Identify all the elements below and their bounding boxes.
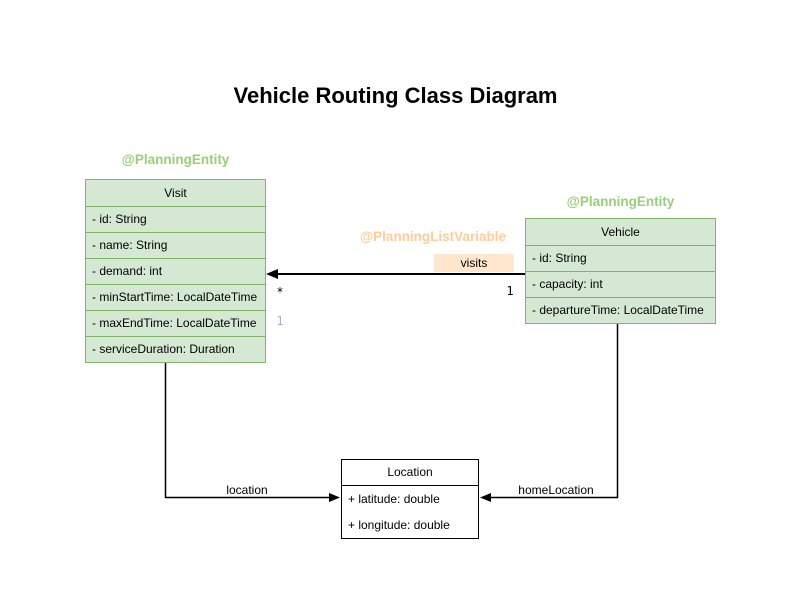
class-location: Location + latitude: double + longitude:… (341, 459, 479, 539)
class-attribute: + latitude: double (348, 492, 440, 506)
visits-arrowhead-icon (266, 269, 278, 279)
home-location-arrowhead-icon (480, 493, 491, 502)
location-edge-label: location (226, 483, 268, 497)
class-attribute: - serviceDuration: Duration (86, 336, 265, 362)
visits-edge-label: visits (434, 254, 514, 272)
class-attribute: - departureTime: LocalDateTime (526, 297, 715, 323)
home-location-edge-label: homeLocation (518, 483, 594, 497)
class-attribute: - maxEndTime: LocalDateTime (86, 310, 265, 336)
location-edge (164, 362, 340, 502)
visit-planning-entity-annotation: @PlanningEntity (121, 152, 230, 167)
visits-edge (266, 269, 525, 279)
class-attribute: + longitude: double (348, 518, 450, 532)
class-visit: Visit - id: String - name: String - dema… (85, 179, 266, 363)
diagram-title: Vehicle Routing Class Diagram (233, 83, 558, 108)
location-arrowhead-icon (329, 493, 340, 502)
class-visit-name: Visit (164, 186, 187, 200)
class-attribute: - id: String (86, 206, 265, 232)
class-location-name: Location (342, 460, 478, 486)
home-location-edge (480, 323, 619, 502)
vehicle-planning-entity-annotation: @PlanningEntity (566, 194, 675, 209)
planning-list-variable-annotation: @PlanningListVariable (360, 229, 506, 244)
class-attribute: - demand: int (86, 258, 265, 284)
extra-multiplicity: 1 (276, 314, 284, 328)
visits-source-multiplicity: 1 (506, 284, 514, 298)
location-edge-line (164, 362, 331, 499)
class-attribute: - id: String (526, 245, 715, 271)
class-attribute: - minStartTime: LocalDateTime (86, 284, 265, 310)
class-attribute: - name: String (86, 232, 265, 258)
class-vehicle: Vehicle - id: String - capacity: int - d… (525, 218, 716, 324)
home-location-edge-line (490, 323, 619, 499)
class-attribute: - capacity: int (526, 271, 715, 297)
class-vehicle-name: Vehicle (601, 225, 640, 239)
visits-target-multiplicity: * (276, 285, 284, 299)
